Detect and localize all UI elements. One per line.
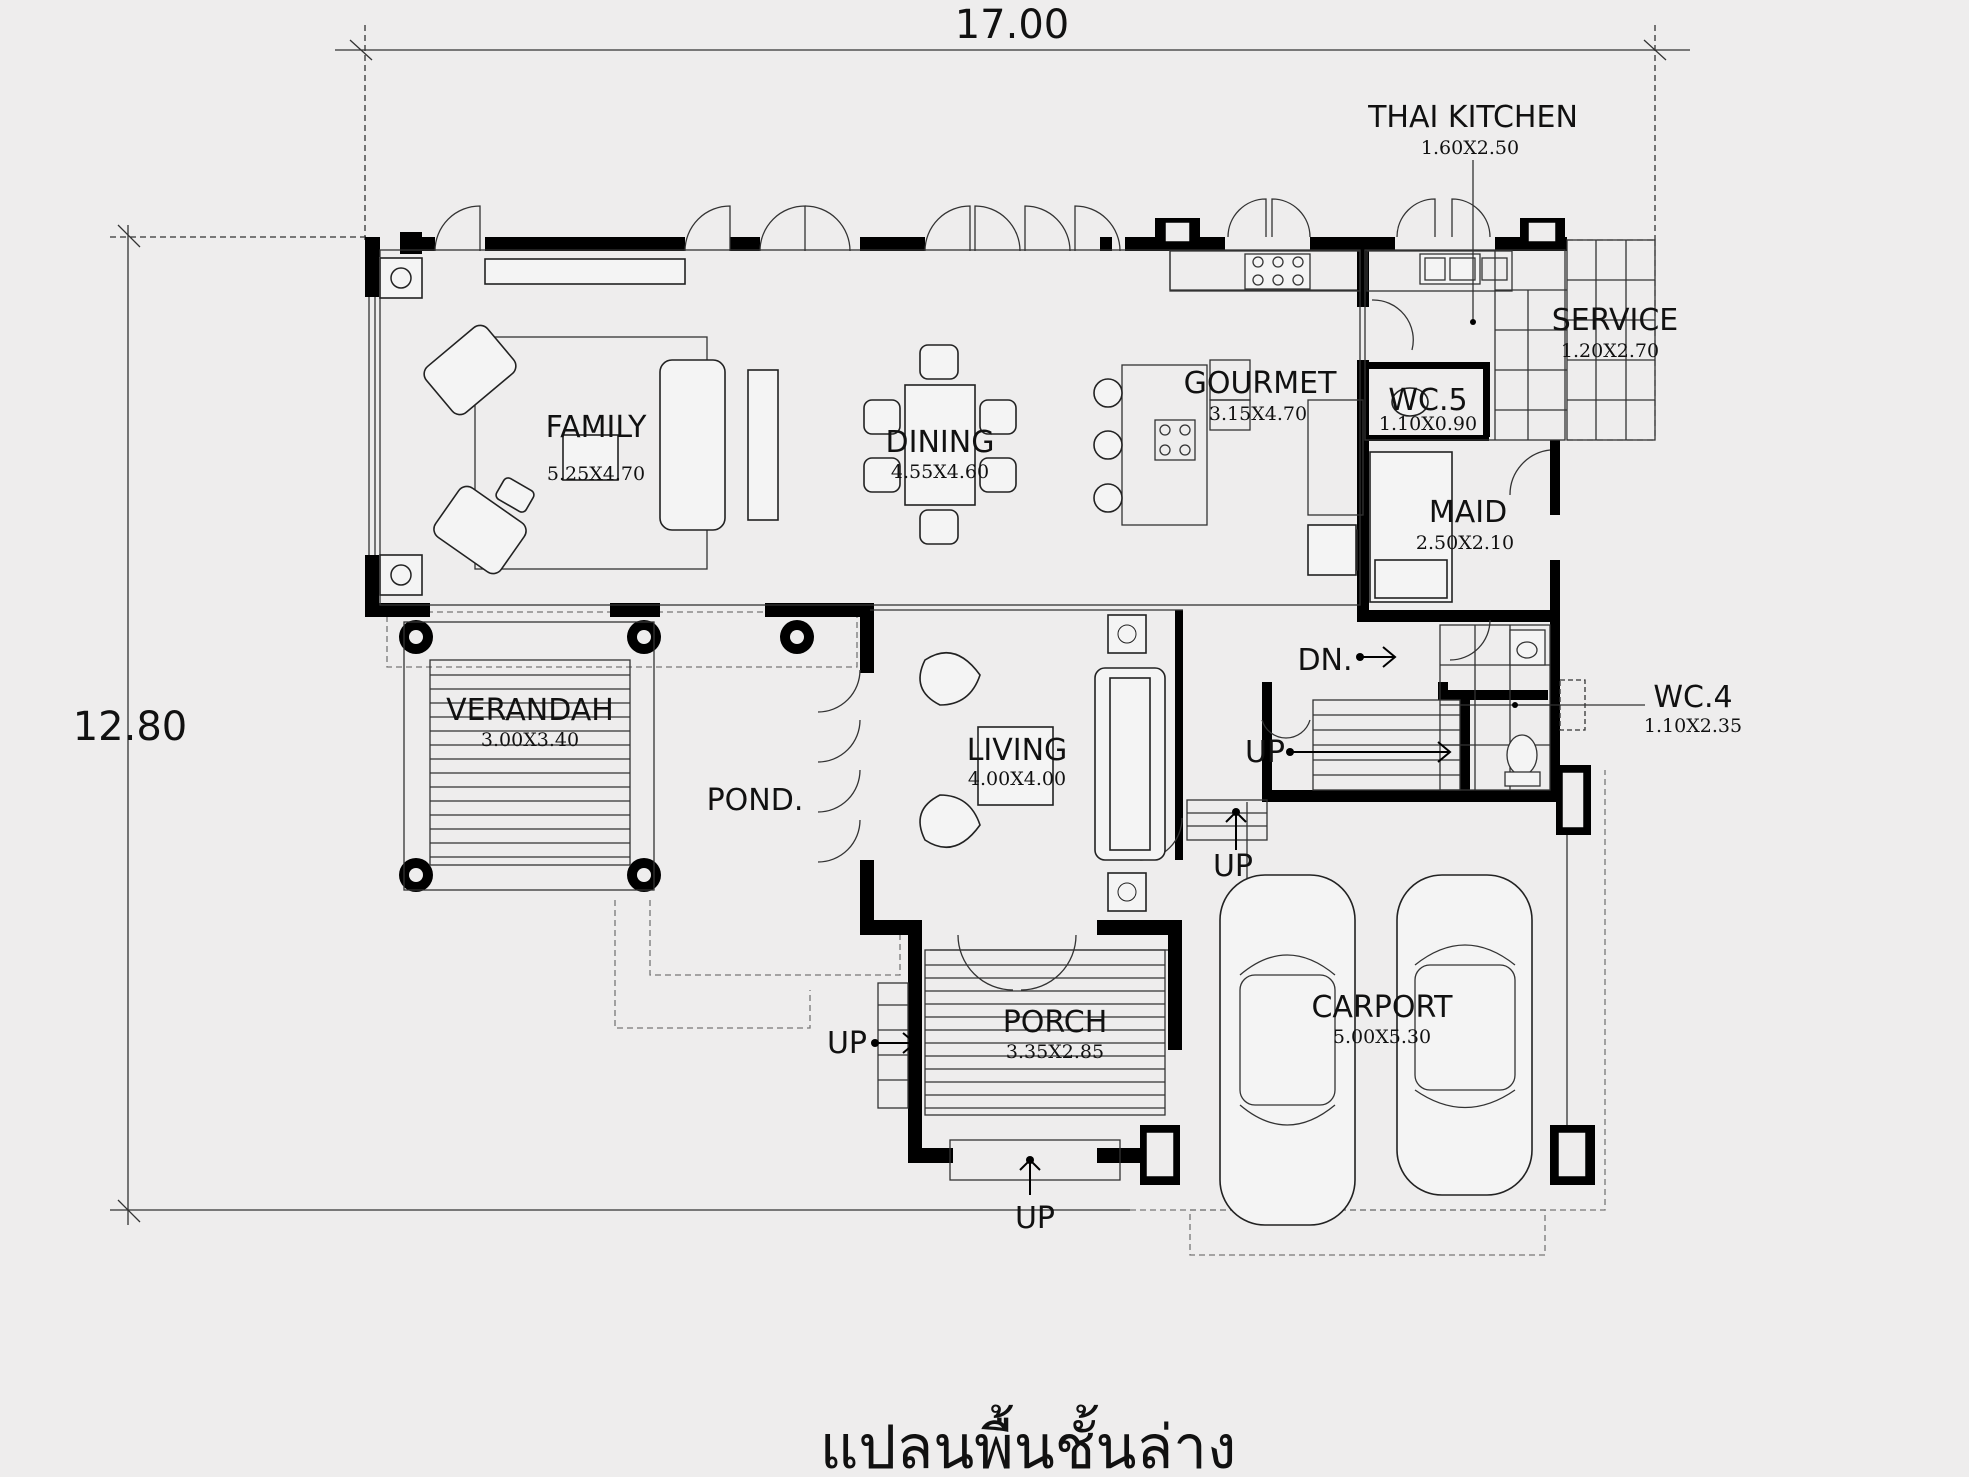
service-size: 1.20X2.70: [1561, 340, 1659, 362]
verandah-deck: [403, 621, 655, 891]
carport-size: 5.00X5.30: [1333, 1026, 1431, 1048]
wc4-floor: [1440, 625, 1586, 790]
porch-label: PORCH: [1003, 1005, 1108, 1040]
dining-label: DINING: [886, 425, 995, 460]
stair-up-label-2: UP: [1213, 849, 1253, 884]
verandah-label: VERANDAH: [446, 693, 614, 728]
stair-up-label-1: UP: [1245, 735, 1285, 770]
wc4-dot: [1512, 702, 1518, 708]
dining-furniture: [863, 344, 1123, 545]
thai-kitchen-size: 1.60X2.50: [1421, 137, 1519, 159]
verandah-size: 3.00X3.40: [481, 729, 579, 751]
wc5-label: WC.5: [1388, 383, 1467, 418]
doors: [434, 198, 1551, 991]
dimension-lines: [110, 25, 1690, 1225]
stair-up-label-3: UP: [827, 1026, 867, 1061]
width-dimension: 17.00: [955, 2, 1070, 48]
stair-treads: [1186, 699, 1461, 841]
plan-title: แปลนพื้นชั้นล่าง: [820, 1404, 1237, 1477]
wc4-size: 1.10X2.35: [1644, 715, 1742, 737]
wc4-label: WC.4: [1653, 680, 1732, 715]
pond-label: POND.: [707, 783, 804, 818]
porch-step: [878, 1004, 908, 1081]
dining-size: 4.55X4.60: [891, 461, 989, 483]
stair-down-label: DN.: [1297, 643, 1352, 678]
thai-kitchen-dot: [1470, 319, 1476, 325]
porch-deck: [924, 949, 1166, 1116]
gourmet-label: GOURMET: [1184, 366, 1338, 401]
family-size: 5.25X4.70: [547, 463, 645, 485]
gourmet-size: 3.15X4.70: [1209, 403, 1307, 425]
depth-dimension: 12.80: [73, 704, 188, 750]
maid-size: 2.50X2.10: [1416, 532, 1514, 554]
kitchen-counters: [1121, 250, 1513, 571]
family-label: FAMILY: [546, 410, 647, 445]
verandah-columns: [399, 620, 814, 892]
carport-label: CARPORT: [1311, 990, 1453, 1025]
partitions: [379, 249, 1568, 1200]
living-size: 4.00X4.00: [968, 768, 1066, 790]
stair-dots: [871, 653, 1364, 1164]
carport-cars: [1219, 874, 1533, 1226]
maid-label: MAID: [1429, 495, 1507, 530]
thai-kitchen-label: THAI KITCHEN: [1367, 100, 1578, 135]
stair-up-label-4: UP: [1015, 1201, 1055, 1236]
west-window: [368, 297, 376, 555]
stair-arrows: [875, 646, 1452, 1195]
living-label: LIVING: [967, 733, 1068, 768]
family-furniture: [379, 257, 779, 596]
wc5-size: 1.10X0.90: [1379, 413, 1477, 435]
service-floor: [1495, 239, 1656, 441]
maid-furniture: [1307, 451, 1453, 603]
wc5-fixtures: [1391, 387, 1429, 417]
porch-size: 3.35X2.85: [1006, 1041, 1104, 1063]
pillar-insets: [1145, 221, 1587, 1178]
living-furniture: [919, 614, 1166, 912]
service-label: SERVICE: [1552, 303, 1678, 338]
